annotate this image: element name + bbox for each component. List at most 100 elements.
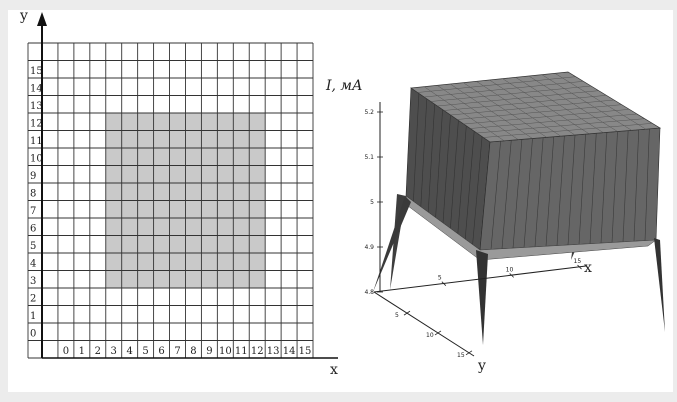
surface-top-mesh xyxy=(417,73,653,142)
rib-line xyxy=(611,131,618,243)
x-tick-label: 10 xyxy=(506,266,514,273)
rib-line xyxy=(534,137,544,247)
rib-line xyxy=(427,104,435,213)
z-tick-label: 5.2 xyxy=(364,109,374,116)
surface-spike-left-base xyxy=(373,196,411,292)
column-label: 15 xyxy=(299,346,312,357)
x-tick-label: 5 xyxy=(438,275,442,282)
surface-front-ribs xyxy=(490,128,650,250)
row-label: 5 xyxy=(30,241,36,252)
y-tick-label: 15 xyxy=(457,352,465,359)
rib-line xyxy=(523,138,533,248)
y-tick-label: 5 xyxy=(395,312,399,319)
surface-x-axis-ticks: 5 10 15 xyxy=(438,258,582,286)
x-tick-mark xyxy=(441,281,447,286)
rib-line xyxy=(578,134,586,245)
column-label: 14 xyxy=(283,346,296,357)
surface-spike-front-right xyxy=(654,238,665,332)
surface-x-axis-label: x xyxy=(584,260,592,276)
y-tick-mark xyxy=(465,350,473,356)
column-label: 2 xyxy=(95,346,101,357)
column-label: 12 xyxy=(251,346,264,357)
grid-y-axis-label: y xyxy=(19,10,28,24)
rib-line xyxy=(450,120,459,229)
row-label: 3 xyxy=(30,276,36,287)
z-tick-label: 5 xyxy=(370,199,374,206)
row-label: 14 xyxy=(30,84,43,95)
rib-line xyxy=(420,98,428,207)
column-label: 13 xyxy=(267,346,280,357)
surface-y-axis-line xyxy=(373,291,475,357)
row-label: 13 xyxy=(30,101,43,112)
column-label: 5 xyxy=(142,346,148,357)
column-label: 1 xyxy=(79,346,85,357)
row-label: 9 xyxy=(30,171,36,182)
z-axis-label: I, мА xyxy=(325,78,363,94)
x-tick-mark xyxy=(509,273,514,278)
column-label: 8 xyxy=(190,346,196,357)
column-label: 9 xyxy=(206,346,212,357)
surface-y-axis-label: y xyxy=(477,358,486,374)
rib-line xyxy=(622,130,629,242)
rib-line xyxy=(413,93,420,202)
row-label: 2 xyxy=(30,294,36,305)
x-tick-mark xyxy=(577,264,582,270)
surface-x-axis-line xyxy=(373,265,587,293)
y-tick-mark xyxy=(434,330,442,336)
column-label: 6 xyxy=(158,346,164,357)
rib-line xyxy=(442,114,451,224)
surface-plot: 5.2 5.1 5 4.9 4.8 I, мА 5 10 15 x 5 10 15 y xyxy=(325,71,665,374)
row-label: 4 xyxy=(30,259,36,270)
z-tick-label: 5.1 xyxy=(364,154,374,161)
rib-line xyxy=(490,141,501,250)
z-tick-label: 4.9 xyxy=(364,244,374,251)
rib-line xyxy=(464,131,475,240)
z-tick-label: 4.8 xyxy=(364,289,374,296)
z-axis-ticks: 5.2 5.1 5 4.9 4.8 xyxy=(364,109,383,296)
rib-line xyxy=(501,140,512,249)
row-label: 15 xyxy=(30,66,43,77)
column-label: 11 xyxy=(235,346,248,357)
grid-lines xyxy=(27,42,314,359)
row-label: 8 xyxy=(30,189,36,200)
rib-line xyxy=(545,136,555,247)
rib-line xyxy=(589,133,597,244)
surface-y-axis-ticks: 5 10 15 xyxy=(395,310,473,359)
column-label: 3 xyxy=(111,346,117,357)
x-tick-label: 15 xyxy=(574,258,582,265)
mesh-line xyxy=(541,74,632,131)
rib-line xyxy=(457,125,467,234)
y-tick-label: 10 xyxy=(426,332,434,339)
y-axis-arrow-icon xyxy=(37,12,47,26)
row-label: 0 xyxy=(30,329,36,340)
row-label: 11 xyxy=(30,136,43,147)
rib-line xyxy=(556,135,565,246)
mesh-line xyxy=(483,123,653,138)
mesh-line xyxy=(554,73,646,130)
column-label: 4 xyxy=(126,346,132,357)
rib-line xyxy=(435,109,443,218)
rib-line xyxy=(644,128,650,241)
rib-line xyxy=(512,139,523,249)
surface-left-ribs xyxy=(413,93,483,245)
grid-x-axis-label: x xyxy=(330,362,338,378)
column-label: 0 xyxy=(63,346,69,357)
rib-line xyxy=(633,129,640,242)
row-label: 6 xyxy=(30,224,36,235)
surface-spike-front-left xyxy=(476,250,488,345)
rib-line xyxy=(600,132,608,244)
rib-line xyxy=(567,134,576,246)
y-tick-mark xyxy=(403,310,411,316)
row-label: 10 xyxy=(30,154,43,165)
row-label: 1 xyxy=(30,311,36,322)
rib-line xyxy=(472,136,483,245)
column-label: 10 xyxy=(219,346,232,357)
row-label: 7 xyxy=(30,206,36,217)
column-label: 7 xyxy=(174,346,180,357)
